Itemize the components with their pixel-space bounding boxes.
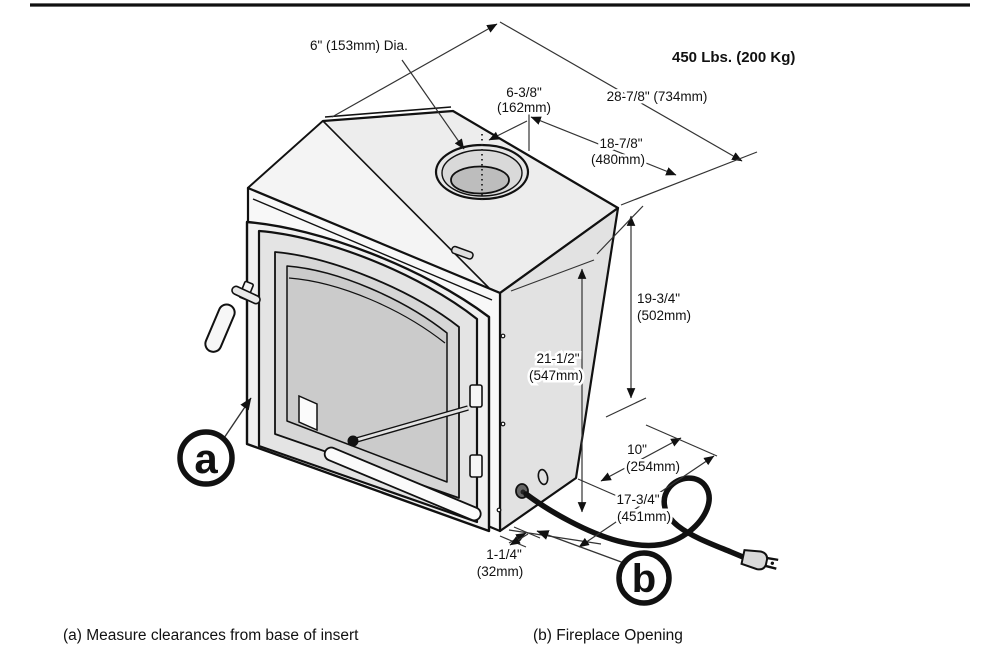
dim-ext-rear-depth-upper	[645, 424, 718, 457]
dim-label-flue-offset-mm: (162mm)	[497, 100, 551, 115]
callout-a-circle	[177, 429, 235, 487]
dim-label-front-height-in: 21-1/2"	[536, 351, 579, 366]
dim-label-flue-offset-in: 6-3/8"	[506, 85, 542, 100]
glass-arch-line	[288, 277, 446, 344]
dim-ext-overall-depth-upper	[331, 23, 498, 118]
base-details	[298, 394, 482, 522]
dim-label-rear-depth-mm: (254mm)	[626, 459, 680, 474]
caption-a: (a) Measure clearances from base of inse…	[63, 627, 359, 644]
dim-label-flue-to-back-mm: (480mm)	[591, 152, 645, 167]
flue-diameter-label: 6" (153mm) Dia.	[310, 38, 408, 53]
plug-ground-pin	[770, 561, 775, 565]
flue-collar	[434, 134, 530, 201]
dim-label-flue-to-back-in: 18-7/8"	[599, 136, 642, 151]
screw-dot-2	[500, 421, 506, 427]
dim-line-overall-depth	[499, 21, 743, 162]
base-rail	[323, 446, 482, 522]
flue-leader-line	[401, 59, 465, 150]
dim-ext-rear-depth-lower	[577, 478, 618, 497]
dim-ext-front-height-top	[510, 259, 595, 292]
door-hinge-lower	[469, 454, 483, 478]
dim-label-cord-exit-mm: (451mm)	[617, 509, 671, 524]
handle-grip	[204, 303, 236, 353]
door-spring-pin	[450, 245, 474, 260]
power-plug	[740, 549, 779, 571]
dim-label-rear-height-in: 19-3/4"	[637, 291, 680, 306]
dim-line-cord-exit	[578, 455, 715, 548]
air-control-knob	[347, 435, 359, 447]
dim-tick-base-lip-a	[513, 526, 541, 539]
dimension-lines	[221, 21, 758, 564]
dim-ext-rear-height-bottom	[605, 397, 647, 418]
callout-a-letter: a	[194, 435, 218, 482]
dim-arrow-base-lip-a	[508, 532, 527, 544]
callout-a-leader	[221, 397, 252, 442]
top-back-lip-line	[324, 106, 452, 118]
cornice-line	[252, 198, 493, 301]
plug-prong-1	[767, 556, 779, 562]
door-handle	[204, 280, 261, 353]
dim-label-base-lip-mm: (32mm)	[477, 564, 524, 579]
door-assembly	[245, 220, 491, 533]
callout-b-letter: b	[632, 557, 656, 601]
screw-dot-1	[500, 333, 506, 339]
dim-label-overall-depth: 28-7/8" (734mm)	[607, 89, 708, 104]
caption-b: (b) Fireplace Opening	[533, 627, 683, 644]
dim-label-cord-exit-in: 17-3/4"	[616, 492, 659, 507]
dim-label-base-lip-in: 1-1/4"	[486, 547, 522, 562]
side-oval-opening	[537, 468, 549, 486]
screw-dot-3	[496, 507, 502, 513]
dim-line-flue-to-back	[530, 116, 677, 176]
flue-opening	[450, 165, 510, 195]
plug-prong-2	[765, 564, 777, 570]
handle-rod	[231, 285, 261, 305]
callout-b-leader	[536, 530, 625, 564]
dim-label-rear-height-mm: (502mm)	[637, 308, 691, 323]
callout-b-circle	[616, 550, 672, 606]
door-hinge-upper	[469, 384, 483, 408]
dim-label-rear-depth-in: 10"	[627, 442, 647, 457]
dim-label-front-height-mm: (547mm)	[529, 368, 583, 383]
air-control-rod	[352, 406, 469, 443]
base-bracket	[298, 394, 318, 432]
dim-ext-corner	[620, 151, 758, 206]
dim-arrow-base-lip-b	[509, 533, 529, 546]
dim-arrow-flue-offset	[488, 120, 528, 141]
weight-label: 450 Lbs. (200 Kg)	[672, 49, 795, 66]
dim-ext-rear-height-top	[596, 205, 644, 255]
